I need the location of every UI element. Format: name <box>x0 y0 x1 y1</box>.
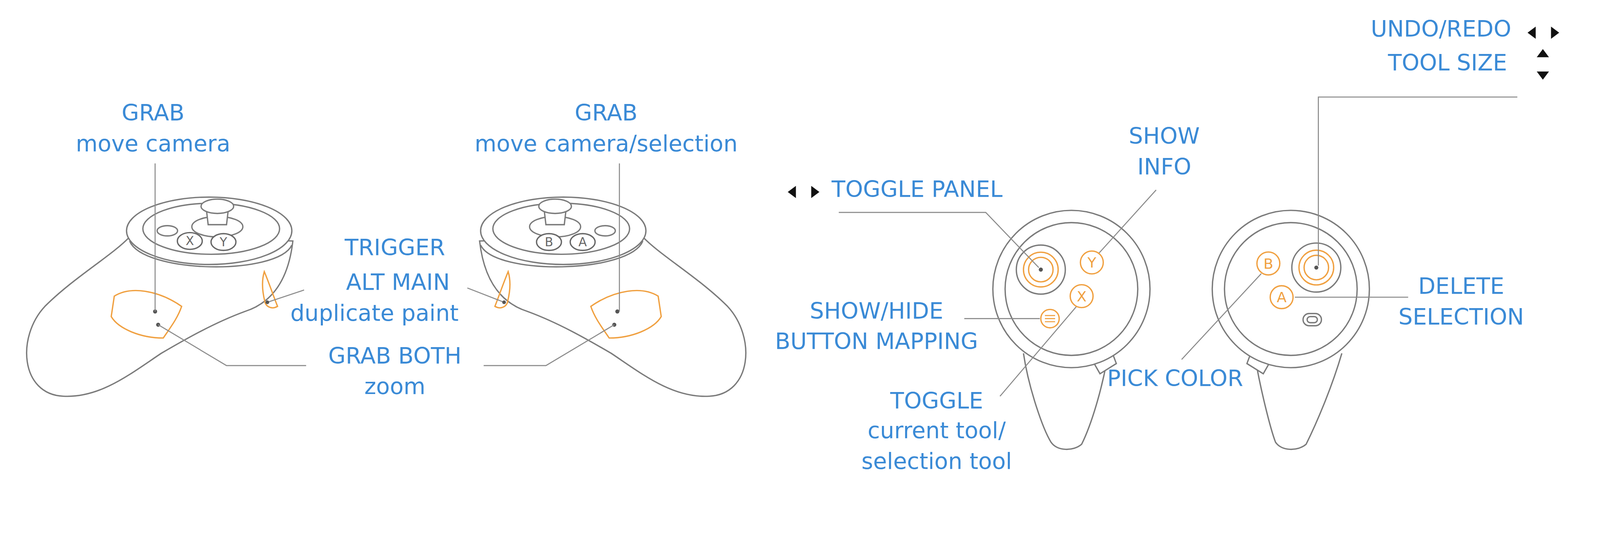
callout-label: SHOW INFO <box>1113 121 1216 183</box>
callout-label: ALT MAIN <box>346 267 450 299</box>
callout-label: move camera/selection <box>474 128 738 160</box>
button-node: X <box>1069 283 1094 309</box>
button-node: Y <box>1079 250 1104 275</box>
button-letter: B <box>1256 251 1281 276</box>
callout-label: duplicate paint <box>290 298 459 329</box>
callout-label: TOGGLE PANEL <box>831 174 1003 206</box>
callout-label: DELETE SELECTION <box>1384 271 1538 333</box>
callout-label: TRIGGER <box>344 232 445 264</box>
button-node: Y <box>210 232 237 252</box>
callout-label: current tool/ selection tool <box>847 415 1027 477</box>
button-letter: Y <box>210 232 237 252</box>
button-letter: B <box>535 232 563 252</box>
leader-dots <box>265 265 1319 304</box>
callout-label: SHOW/HIDE BUTTON MAPPING <box>766 296 987 358</box>
right-controller-front <box>479 196 746 397</box>
callout-label: GRAB <box>121 98 185 129</box>
button-letter: A <box>569 232 596 252</box>
button-node: X <box>176 231 203 250</box>
button-node: B <box>1256 251 1281 276</box>
callout-label: GRAB BOTH <box>328 340 462 372</box>
button-node: A <box>1269 284 1294 310</box>
button-letter: X <box>1069 283 1094 309</box>
callout-label: UNDO/REDO <box>1370 14 1512 45</box>
callout-label: TOGGLE <box>890 385 984 417</box>
callout-label: GRAB <box>574 98 638 129</box>
button-letter: A <box>1269 284 1294 310</box>
button-node: B <box>535 232 563 252</box>
right-controller-top <box>1212 210 1370 450</box>
callout-label: PICK COLOR <box>1107 363 1243 395</box>
button-letter: Y <box>1079 250 1104 275</box>
button-letter: X <box>176 231 203 250</box>
button-node: A <box>569 232 596 252</box>
callout-label: zoom <box>364 371 426 402</box>
left-controller-top <box>992 210 1150 450</box>
direction-arrows <box>787 26 1560 198</box>
callout-label: TOOL SIZE <box>1388 48 1508 79</box>
callout-label: move camera <box>75 128 231 160</box>
left-controller-front <box>26 196 293 397</box>
leader-lines <box>155 96 1518 396</box>
